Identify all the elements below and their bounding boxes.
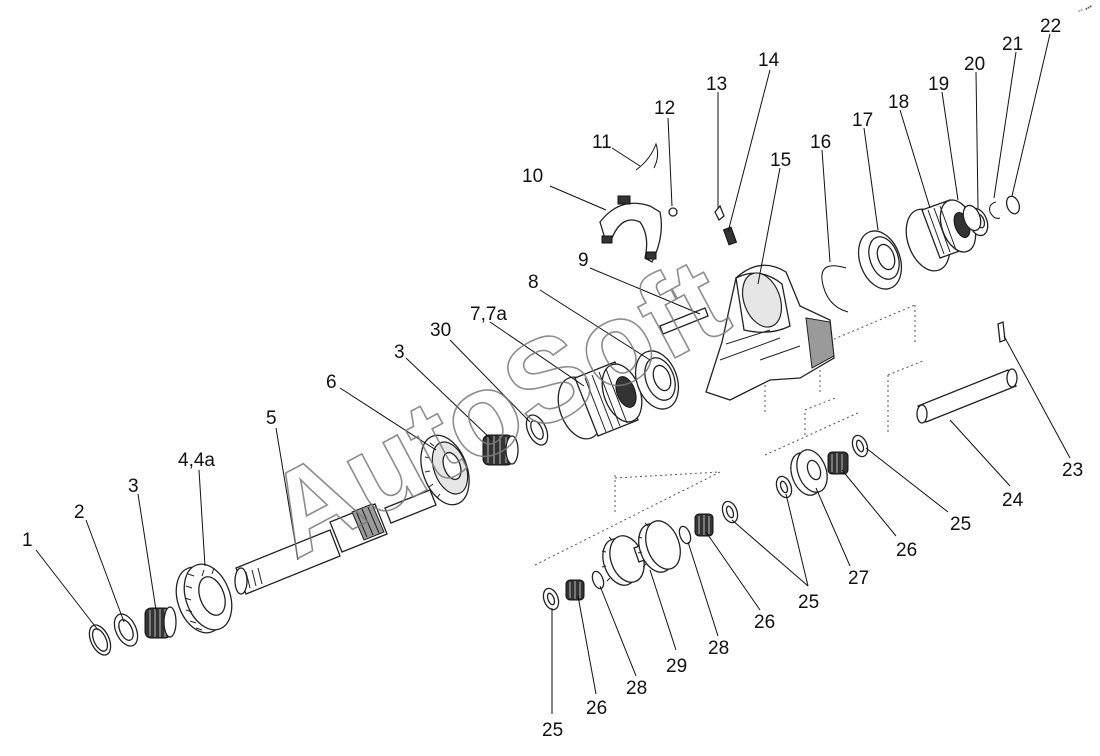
part-11-wire-spring bbox=[635, 142, 659, 171]
part-20-washer bbox=[962, 204, 982, 232]
callout-labels: 1 2 3 4,4a 5 6 3 30 7,7a 8 9 10 11 12 13… bbox=[22, 16, 1083, 741]
callout-12: 12 bbox=[654, 98, 675, 119]
callout-13: 13 bbox=[706, 74, 727, 95]
callout-28-a: 28 bbox=[626, 678, 647, 699]
callout-25-bc: 25 bbox=[798, 592, 819, 613]
callout-5: 5 bbox=[266, 408, 277, 429]
callout-8: 8 bbox=[528, 272, 539, 293]
callout-23: 23 bbox=[1062, 460, 1083, 481]
callout-6: 6 bbox=[326, 372, 337, 393]
callout-25-d: 25 bbox=[950, 514, 971, 535]
part-26-needle-bearing-c bbox=[827, 451, 849, 475]
part-21-snap-ring bbox=[989, 201, 1001, 219]
part-7-gear bbox=[557, 361, 643, 440]
part-1-snap-ring bbox=[88, 624, 112, 656]
assembly-guide-lines bbox=[534, 304, 926, 566]
part-26-needle-bearing-b bbox=[694, 513, 714, 537]
part-3-needle-bearing-rear bbox=[482, 434, 519, 466]
callout-20: 20 bbox=[964, 54, 985, 75]
part-28-washer-a bbox=[591, 570, 605, 590]
leader-lines bbox=[35, 33, 1071, 714]
callout-16: 16 bbox=[810, 132, 831, 153]
callout-22: 22 bbox=[1040, 16, 1061, 37]
callout-3-rear: 3 bbox=[394, 342, 405, 363]
part-15-housing bbox=[705, 264, 835, 401]
part-4-gear bbox=[175, 563, 233, 634]
callout-24: 24 bbox=[1002, 490, 1024, 511]
part-30-washer bbox=[525, 414, 549, 446]
part-9-pin bbox=[659, 307, 709, 335]
callout-14: 14 bbox=[758, 50, 780, 71]
callout-7-7a: 7,7a bbox=[470, 304, 507, 325]
part-25-washer-a bbox=[542, 587, 560, 611]
callout-17: 17 bbox=[852, 110, 873, 131]
callout-29: 29 bbox=[666, 656, 687, 677]
part-3-needle-bearing-front bbox=[144, 606, 177, 639]
callout-2: 2 bbox=[74, 502, 85, 523]
part-27-gear bbox=[790, 449, 828, 496]
part-5-shaft bbox=[234, 489, 437, 595]
part-13-small-pin bbox=[714, 204, 725, 222]
callout-19: 19 bbox=[928, 74, 949, 95]
part-6-synchro-hub bbox=[420, 434, 470, 506]
callout-28-b: 28 bbox=[708, 638, 729, 659]
part-8-bearing bbox=[634, 350, 680, 410]
corner-mark: °° ••• bbox=[1077, 2, 1094, 17]
callout-25-a: 25 bbox=[542, 720, 563, 741]
callout-11: 11 bbox=[592, 132, 612, 153]
part-16-snap-ring bbox=[821, 265, 849, 313]
callout-3-front: 3 bbox=[128, 476, 139, 497]
part-14-spring bbox=[722, 226, 738, 246]
part-22-ring bbox=[1005, 195, 1021, 215]
part-25-washer-b bbox=[721, 500, 739, 524]
callout-30: 30 bbox=[430, 320, 451, 341]
part-23-roll-pin bbox=[997, 321, 1006, 343]
callout-4-4a: 4,4a bbox=[178, 450, 215, 471]
part-29-cluster-gear bbox=[601, 520, 681, 586]
callout-18: 18 bbox=[888, 92, 909, 113]
part-17-bearing bbox=[857, 230, 903, 290]
callout-27: 27 bbox=[848, 568, 869, 589]
part-10-shift-fork bbox=[599, 195, 663, 263]
callout-26-c: 26 bbox=[896, 540, 917, 561]
callout-26-a: 26 bbox=[586, 698, 607, 719]
part-26-needle-bearing-a bbox=[565, 579, 585, 601]
callout-21: 21 bbox=[1002, 34, 1023, 55]
part-24-idler-shaft bbox=[916, 368, 1018, 424]
part-12-ball bbox=[668, 207, 678, 217]
part-25-washer-d bbox=[851, 434, 869, 458]
part-25-washer-c bbox=[775, 475, 793, 499]
callout-1: 1 bbox=[22, 530, 33, 551]
callout-9: 9 bbox=[578, 250, 589, 271]
callout-15: 15 bbox=[770, 150, 791, 171]
callout-10: 10 bbox=[522, 166, 543, 187]
callout-26-b: 26 bbox=[754, 612, 775, 633]
part-2-washer bbox=[113, 613, 139, 647]
